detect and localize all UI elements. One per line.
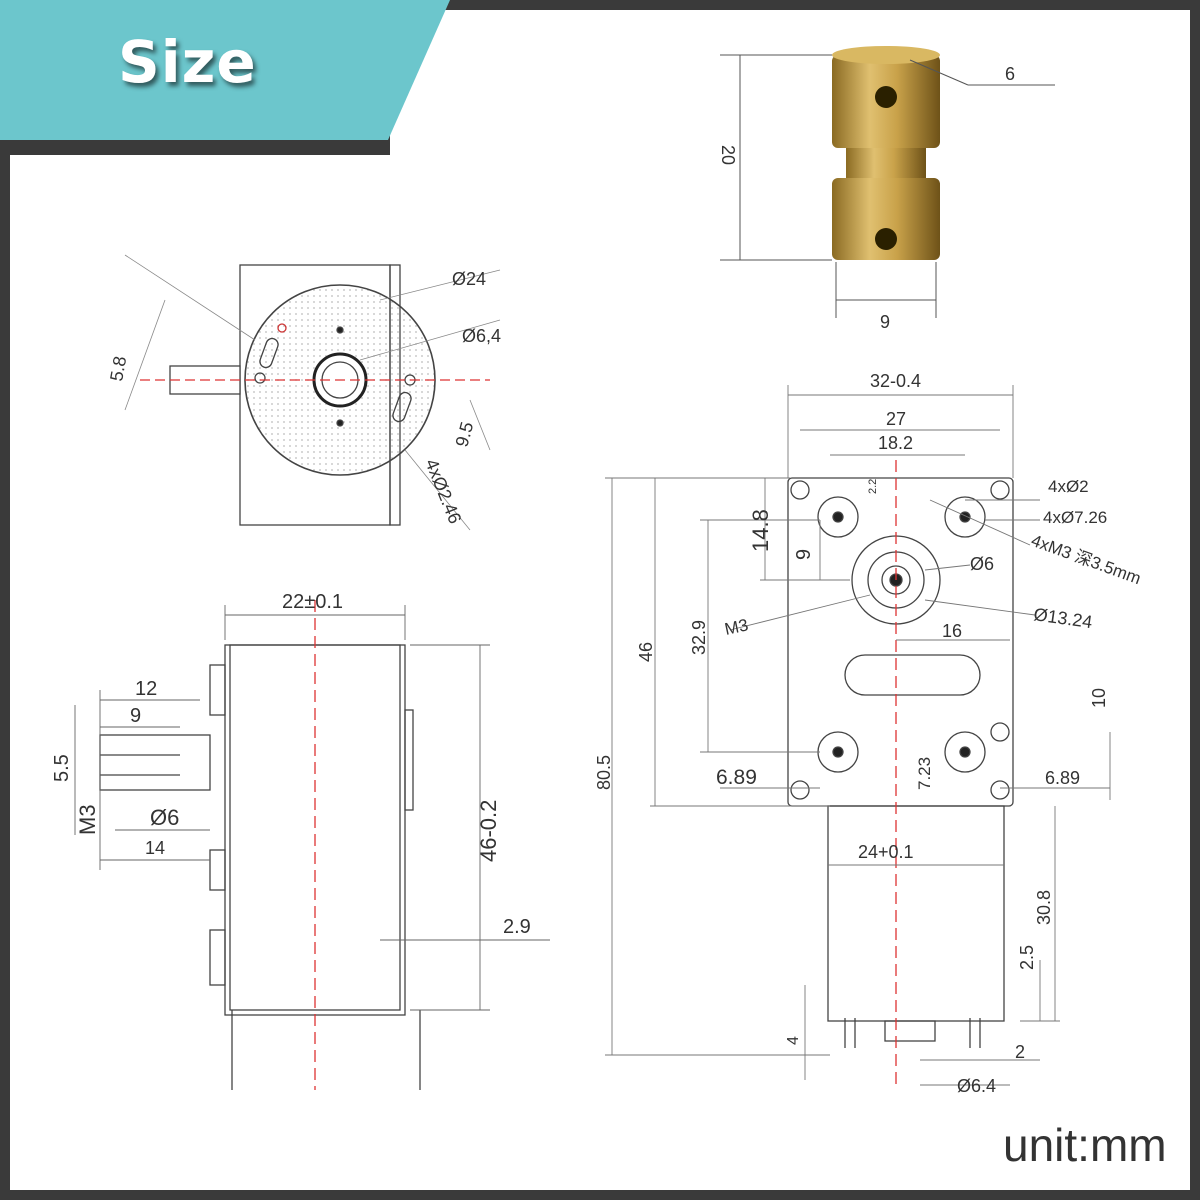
- banner-title: Size: [118, 28, 257, 96]
- end-body-dia-label: Ø24: [452, 269, 486, 289]
- front-term-len-label: 4: [785, 1036, 802, 1045]
- side-height-label: 46-0.2: [476, 800, 501, 862]
- side-shaft-len-label: 12: [135, 678, 157, 700]
- front-hole-span-label: 27: [886, 409, 906, 429]
- front-screw-small-label: 4xØ2: [1048, 477, 1089, 496]
- coupling-diameter-label: 9: [880, 312, 890, 332]
- front-gear-h-label: 46: [636, 642, 656, 662]
- front-overall-w-label: 32-0.4: [870, 371, 921, 391]
- front-boss-dia-label: Ø6.4: [957, 1076, 996, 1096]
- coupling-length-label: 20: [718, 145, 738, 165]
- front-term-w-label: 2: [1015, 1042, 1025, 1062]
- front-center-drop-label: 7.23: [915, 757, 934, 790]
- side-thread-label: M3: [75, 804, 100, 835]
- side-step-label: 2.9: [503, 916, 531, 938]
- front-shaft-hole-label: Ø6: [970, 554, 994, 574]
- side-shaft-dia-label: Ø6: [150, 805, 179, 830]
- top-panel: [390, 10, 1190, 170]
- front-tiny-label: 2.2: [867, 479, 879, 494]
- front-tapped-label: 4xM3 深3.5mm: [1029, 531, 1144, 588]
- front-boss-label: 4xØ7.26: [1043, 508, 1107, 527]
- side-flat-h-label: 5.5: [51, 754, 73, 782]
- drawing-frame: [10, 155, 1190, 1190]
- front-shaft-offset-label: 9: [793, 549, 815, 560]
- unit-label: unit:mm: [1003, 1119, 1167, 1171]
- end-view: [124, 254, 501, 531]
- side-view: [74, 600, 550, 1090]
- end-holes-label: 4xØ2.46: [421, 456, 465, 527]
- front-left-edge-label: 6.89: [716, 766, 757, 789]
- size-banner: [0, 0, 450, 140]
- coupling-hole-label: 6: [1005, 64, 1015, 84]
- end-shaft-flat-label: 5.8: [106, 355, 130, 383]
- front-view: [605, 385, 1111, 1086]
- front-mid-h-label: 32.9: [689, 620, 709, 655]
- front-half-w-label: 16: [942, 621, 962, 641]
- front-right-edge-label: 6.89: [1045, 768, 1080, 788]
- front-motor-len-label: 30.8: [1034, 890, 1054, 925]
- front-hub-label: Ø13.24: [1032, 604, 1093, 632]
- side-thread-len-label: 14: [145, 838, 165, 858]
- front-terminal-off-label: 2.5: [1017, 945, 1037, 970]
- side-flat-len-label: 9: [130, 705, 141, 727]
- front-slot-off-label: 10: [1089, 688, 1109, 708]
- front-top-offset-label: 14.8: [748, 509, 773, 552]
- end-hole-dia-label: Ø6,4: [462, 326, 501, 346]
- front-total-h-label: 80.5: [594, 755, 614, 790]
- brass-coupling: [720, 46, 1055, 318]
- side-width-label: 22±0.1: [282, 591, 343, 613]
- end-spacing-label: 9.5: [452, 420, 478, 449]
- front-inner-span-label: 18.2: [878, 433, 913, 453]
- front-thread-label: M3: [723, 615, 750, 638]
- front-motor-dia-label: 24+0.1: [858, 842, 914, 862]
